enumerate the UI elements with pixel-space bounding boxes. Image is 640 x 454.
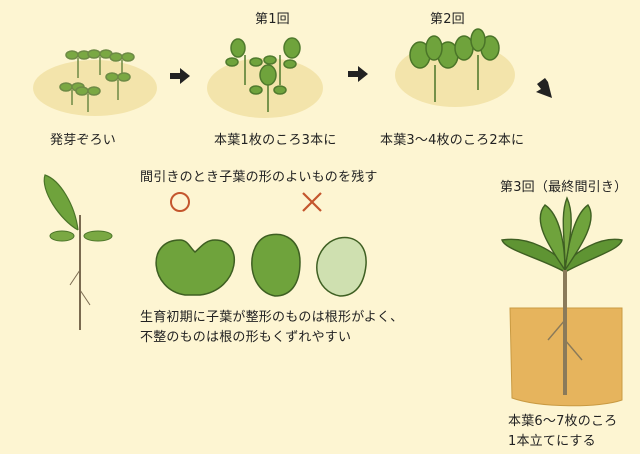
germination-label: 発芽ぞろい — [50, 133, 117, 148]
round2-caption: 本葉3〜4枚のころ2本に — [380, 133, 525, 148]
good-mark-circle — [170, 192, 190, 212]
final-plant — [501, 196, 623, 395]
final-title: 第3回（最終間引き） — [500, 180, 628, 195]
seedling-with-root — [43, 174, 113, 330]
round2-plants — [409, 28, 500, 102]
soil-mound-round1 — [207, 58, 323, 118]
round1-plants — [225, 37, 301, 112]
final-caption-line1: 本葉6〜7枚のころ — [508, 414, 618, 429]
growth-note-line1: 生育初期に子葉が整形のものは根形がよく、 — [140, 310, 404, 325]
arrow-1 — [170, 68, 190, 84]
bad-cotyledon-2 — [316, 236, 367, 297]
arrow-3 — [536, 78, 552, 98]
round2-title: 第2回 — [430, 12, 465, 27]
bad-cotyledon-1 — [251, 233, 301, 297]
good-cotyledon — [155, 239, 235, 296]
arrow-2 — [348, 66, 368, 82]
germination-seedlings — [59, 49, 135, 112]
round1-caption: 本葉1枚のころ3本に — [214, 133, 337, 148]
thinning-note: 間引きのとき子葉の形のよいものを残す — [140, 170, 378, 185]
round1-title: 第1回 — [255, 12, 290, 27]
bad-mark-cross — [302, 192, 322, 212]
final-caption-line2: 1本立てにする — [508, 434, 596, 449]
growth-note-line2: 不整のものは根の形もくずれやすい — [140, 330, 352, 345]
